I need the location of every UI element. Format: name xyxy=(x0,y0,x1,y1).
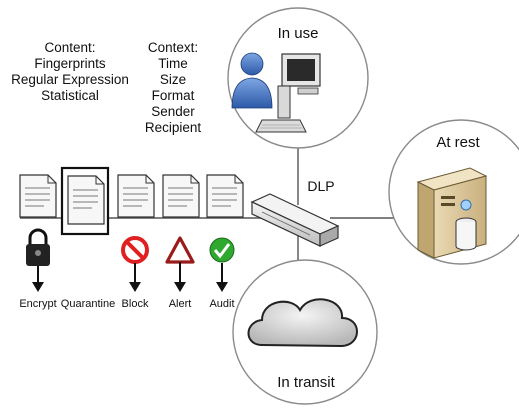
action-label-quarantine: Quarantine xyxy=(60,298,116,310)
content-item: Regular Expression xyxy=(11,72,129,87)
dlp-appliance-icon xyxy=(250,193,340,247)
padlock-icon xyxy=(26,228,50,266)
arrow-down-icon xyxy=(32,266,44,292)
no-entry-icon xyxy=(121,236,149,264)
arrow-down-icon xyxy=(174,262,186,292)
arrow-down-icon xyxy=(129,263,141,292)
action-label-encrypt: Encrypt xyxy=(19,298,57,310)
action-label-block: Block xyxy=(121,298,149,310)
in-transit-label: In transit xyxy=(277,374,335,391)
content-heading: Content: xyxy=(44,40,96,55)
context-item: Size xyxy=(159,72,187,87)
cloud-icon xyxy=(247,298,358,348)
dlp-label: DLP xyxy=(307,178,335,194)
quarantined-document-icon xyxy=(60,166,110,236)
context-item: Recipient xyxy=(144,120,202,135)
document-icon xyxy=(206,174,244,218)
user-workstation-icon xyxy=(231,52,321,133)
database-icon xyxy=(455,217,477,251)
context-item: Time xyxy=(158,56,188,71)
in-use-label: In use xyxy=(277,25,319,42)
warning-triangle-icon xyxy=(165,236,195,264)
checkmark-icon xyxy=(209,237,235,263)
at-rest-label: At rest xyxy=(436,134,480,151)
action-label-audit: Audit xyxy=(209,298,235,310)
context-criteria: Context: Time Size Format Sender Recipie… xyxy=(136,40,210,136)
document-icon xyxy=(162,174,200,218)
document-icon xyxy=(19,174,57,218)
document-icon xyxy=(117,174,155,218)
content-item: Statistical xyxy=(41,88,99,103)
content-item: Fingerprints xyxy=(34,56,106,71)
arrow-down-icon xyxy=(216,263,228,292)
context-item: Sender xyxy=(151,104,195,119)
context-heading: Context: xyxy=(147,40,199,55)
content-criteria: Content: Fingerprints Regular Expression… xyxy=(8,40,132,104)
context-item: Format xyxy=(151,88,195,103)
action-label-alert: Alert xyxy=(168,298,192,310)
